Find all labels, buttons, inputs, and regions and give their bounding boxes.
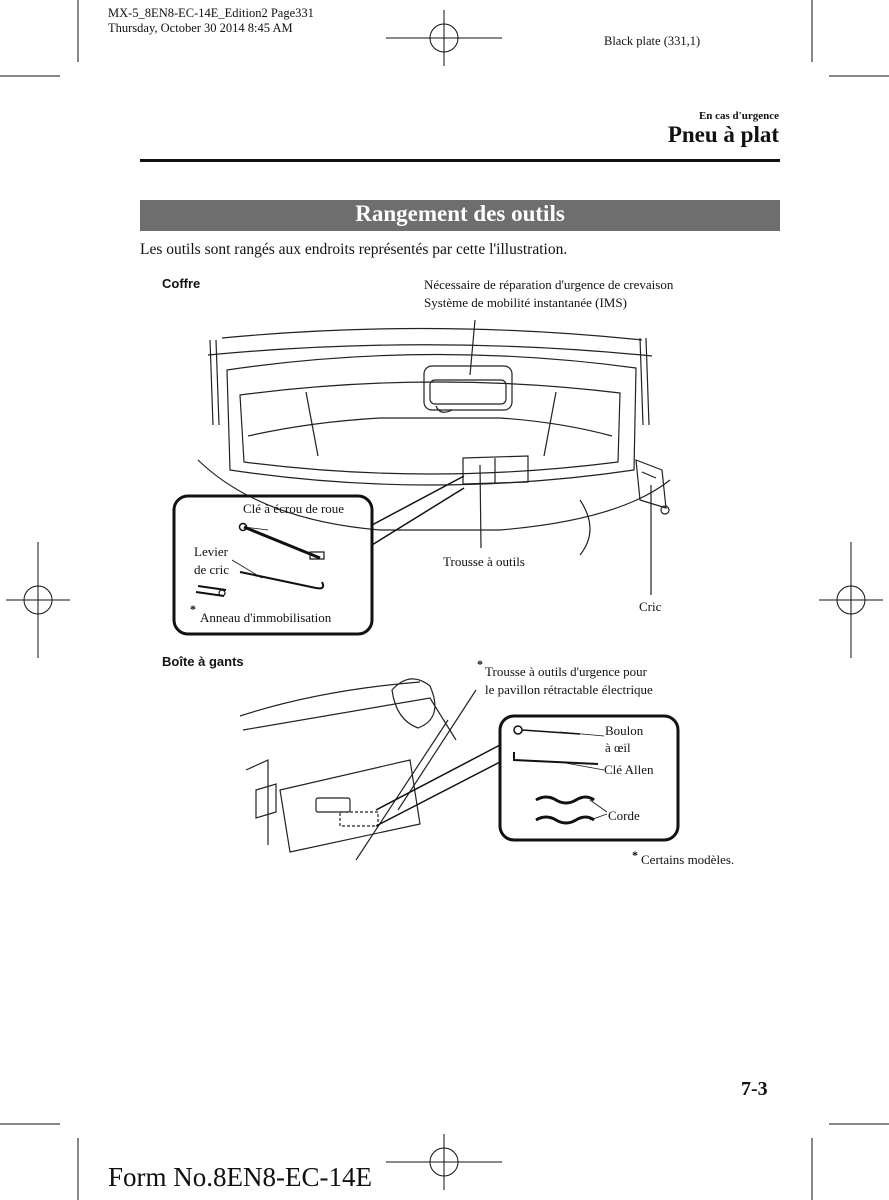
- trunk-tools-callout: [172, 475, 465, 636]
- page-title: Pneu à plat: [667, 122, 779, 147]
- tool-bag-label: Trousse à outils: [443, 554, 525, 569]
- print-header-line1: MX-5_8EN8-EC-14E_Edition2 Page331: [108, 6, 314, 20]
- section-heading: Rangement des outils: [355, 201, 565, 226]
- trunk-illustration: [197, 319, 671, 595]
- tow-hook-label: Anneau d'immobilisation: [200, 610, 332, 625]
- lug-wrench-label: Clé à écrou de roue: [243, 501, 345, 516]
- footnote-mark: *: [632, 848, 638, 862]
- repair-kit-label-1: Nécessaire de réparation d'urgence de cr…: [424, 277, 674, 292]
- glovebox-illustration: [239, 678, 477, 861]
- glovebox-tools-callout: [375, 714, 680, 842]
- roof-kit-label-1: Trousse à outils d'urgence pour: [485, 664, 647, 679]
- title-rule: [140, 159, 780, 162]
- roof-kit-mark: *: [477, 657, 483, 671]
- print-header-line2: Thursday, October 30 2014 8:45 AM: [108, 21, 293, 35]
- registration-mark-left: [6, 542, 70, 658]
- jack-label: Cric: [639, 599, 662, 614]
- page-number: 7-3: [741, 1078, 768, 1100]
- form-number: Form No.8EN8-EC-14E: [108, 1162, 372, 1192]
- repair-kit-label-2: Système de mobilité instantanée (IMS): [424, 295, 627, 310]
- registration-mark-top: [386, 10, 502, 66]
- jack-lever-label-1: Levier: [194, 544, 228, 559]
- eye-bolt-label-1: Boulon: [605, 723, 644, 738]
- section-label: En cas d'urgence: [698, 110, 779, 122]
- roof-kit-label-2: le pavillon rétractable électrique: [485, 682, 653, 697]
- footnote: Certains modèles.: [641, 852, 735, 867]
- eye-bolt-label-2: à œil: [605, 740, 631, 755]
- registration-mark-right: [819, 542, 883, 658]
- plate-info: Black plate (331,1): [604, 34, 701, 48]
- trunk-title: Coffre: [162, 276, 201, 291]
- glovebox-title: Boîte à gants: [162, 654, 244, 669]
- rope-label: Corde: [608, 808, 640, 823]
- tow-hook-mark: *: [190, 602, 196, 616]
- jack-lever-label-2: de cric: [194, 562, 230, 577]
- heading-bar: Rangement des outils: [140, 200, 780, 231]
- intro-text: Les outils sont rangés aux endroits repr…: [140, 241, 568, 258]
- allen-key-label: Clé Allen: [604, 762, 654, 777]
- registration-mark-bottom: [386, 1134, 502, 1190]
